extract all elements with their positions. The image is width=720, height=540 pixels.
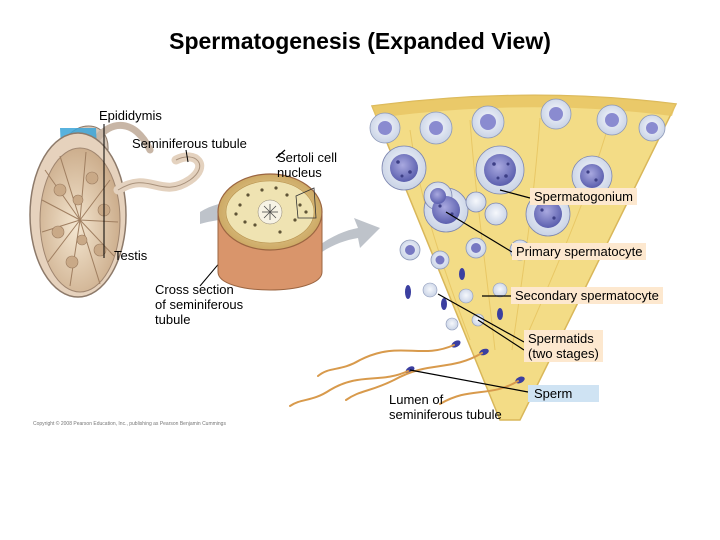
label-spermatogonium: Spermatogonium: [530, 188, 637, 205]
label-sertoli-cell-nucleus: Sertoli cell nucleus: [277, 150, 337, 180]
label-lumen: Lumen of seminiferous tubule: [389, 392, 502, 422]
tubule-cross-section: [217, 173, 323, 291]
testis-drawing: [29, 122, 205, 298]
label-sperm: Sperm: [528, 385, 599, 402]
label-testis: Testis: [114, 248, 148, 263]
transition-arrow-2: [318, 218, 380, 252]
copyright-notice: Copyright © 2008 Pearson Education, Inc.…: [33, 421, 226, 427]
label-seminiferous-tubule: Seminiferous tubule: [132, 136, 247, 151]
sperm-tails: [289, 344, 519, 407]
label-secondary-spermatocyte: Secondary spermatocyte: [511, 287, 663, 304]
label-spermatids: Spermatids (two stages): [524, 330, 603, 362]
label-primary-spermatocyte: Primary spermatocyte: [512, 243, 647, 260]
leader-lines-right: [275, 149, 531, 393]
label-cross-section: Cross section of seminiferous tubule: [155, 282, 244, 327]
page-title: Spermatogenesis (Expanded View): [169, 28, 551, 54]
label-epididymis: Epididymis: [99, 108, 162, 123]
